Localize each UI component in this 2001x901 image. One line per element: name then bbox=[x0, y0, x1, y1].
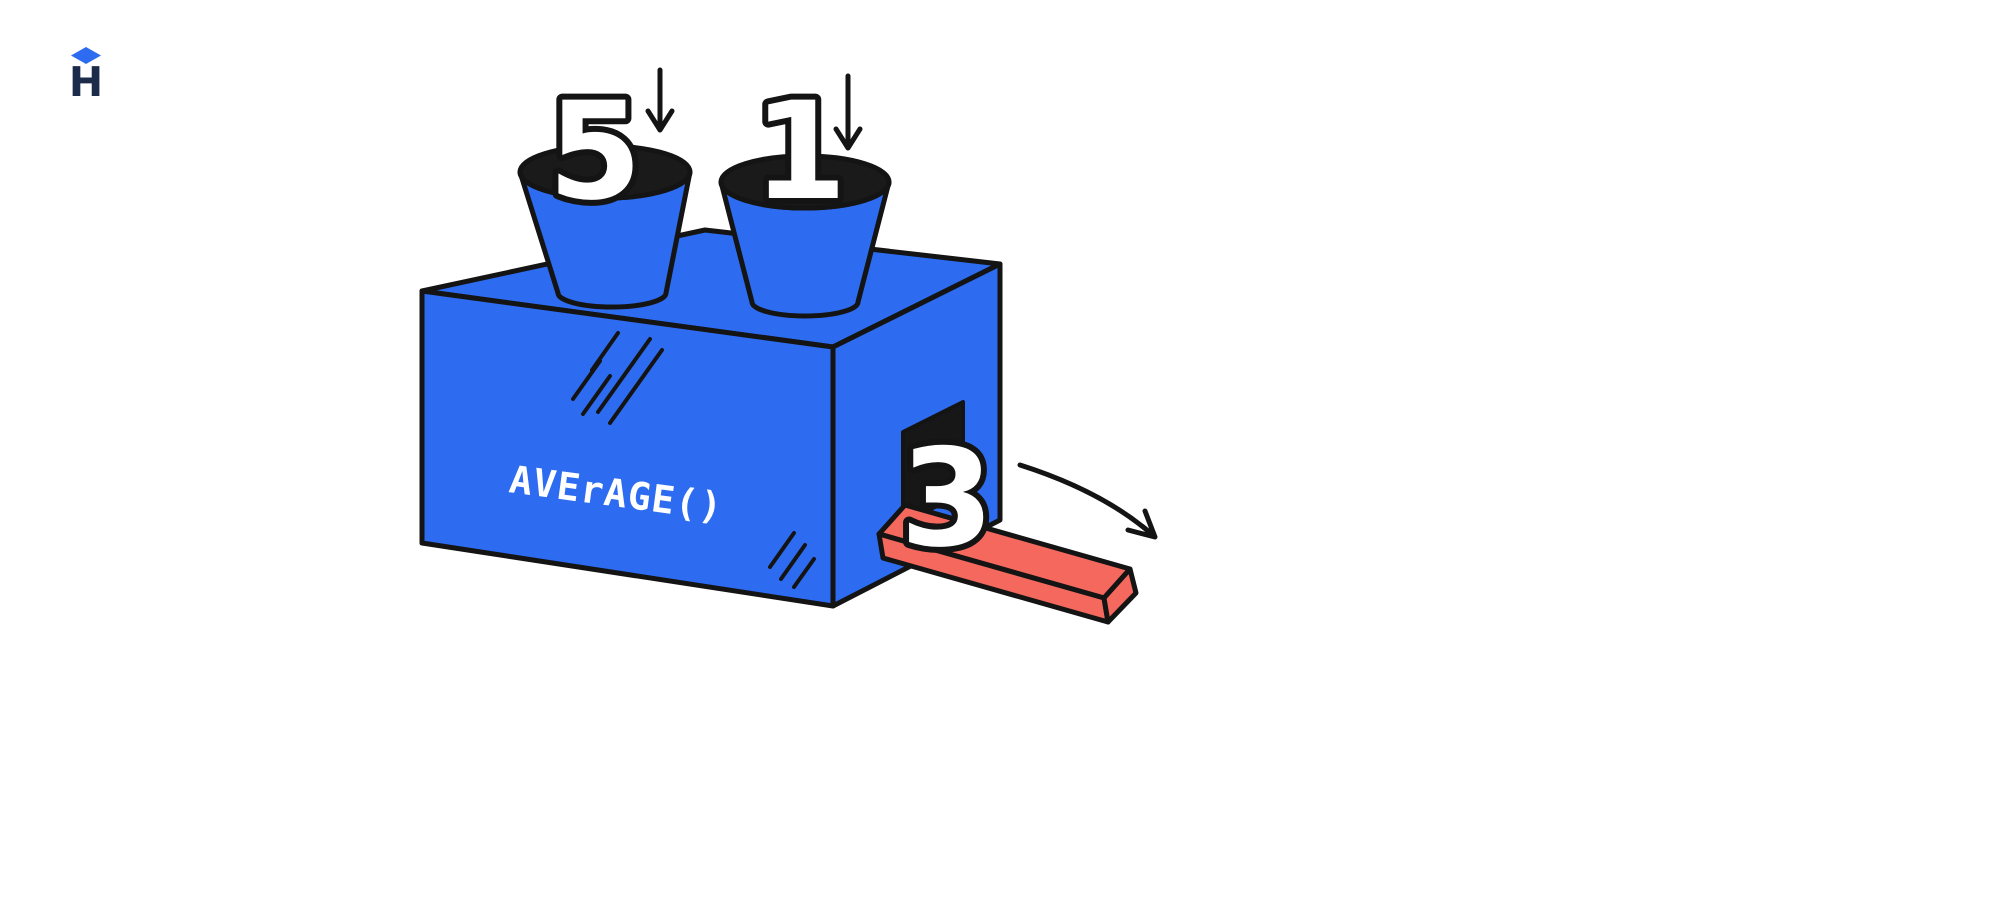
shine-line bbox=[581, 374, 612, 416]
shine-line bbox=[590, 331, 620, 372]
shine-line bbox=[768, 531, 796, 569]
input-value-left: 5 bbox=[548, 73, 642, 230]
shine-line bbox=[608, 348, 664, 425]
funnel-right-opening bbox=[718, 153, 892, 211]
input-funnel-left bbox=[517, 143, 693, 310]
box-front-face bbox=[419, 288, 836, 609]
tray-end-cap bbox=[1101, 566, 1139, 625]
shine-lines-bottom-right bbox=[768, 531, 816, 589]
output-arrow-stroke bbox=[1017, 462, 1158, 540]
brand-logo: H bbox=[69, 47, 103, 106]
input-value-right: 1 bbox=[753, 73, 847, 230]
arrow-down-right-icon bbox=[833, 73, 863, 151]
output-tray bbox=[876, 502, 1139, 625]
shine-line bbox=[779, 543, 807, 581]
arrow-down-left-stroke bbox=[645, 67, 675, 133]
arrow-down-left-icon bbox=[645, 67, 675, 133]
shine-line bbox=[792, 557, 816, 589]
funnel-left-opening bbox=[517, 143, 693, 201]
input-right-group: 1 bbox=[747, 67, 863, 236]
output-arrow-icon bbox=[1017, 462, 1158, 540]
arrow-down-right-stroke bbox=[833, 73, 863, 151]
input-left-group: 5 bbox=[542, 67, 675, 236]
output-value: 3 bbox=[900, 420, 994, 577]
machine-box: AVErAGE() bbox=[419, 143, 1003, 609]
logo-diamond-icon bbox=[71, 47, 101, 64]
output-slot bbox=[901, 400, 965, 525]
logo-letter: H bbox=[69, 58, 103, 106]
shine-lines-top-left bbox=[571, 331, 664, 425]
shine-line bbox=[596, 337, 652, 414]
input-funnel-right bbox=[718, 153, 892, 319]
